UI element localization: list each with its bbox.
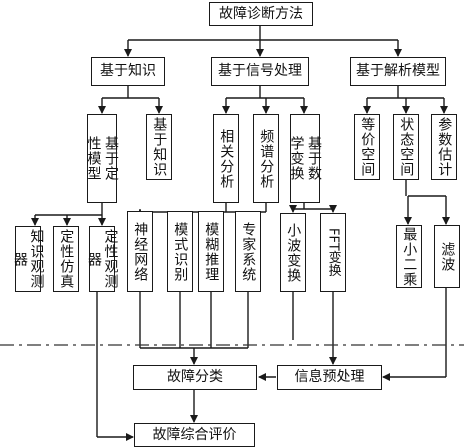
spectrum-analysis-node: 频谱分析 (253, 114, 279, 203)
fft-transform-node: FFT变换 (320, 213, 346, 292)
knowledge-based-node: 基于知识 (91, 57, 165, 86)
pattern-recognition-node: 模式识别 (167, 211, 193, 292)
correlation-analysis-node: 相关分析 (213, 114, 239, 203)
signal-preprocessing-node: 信息预处理 (277, 365, 382, 390)
fuzzy-reasoning-node: 模糊推理 (198, 211, 224, 292)
math-transform-node: 基于数 学变换 (289, 114, 322, 203)
analytic-model-node: 基于解析模型 (350, 57, 446, 86)
least-squares-node: 最小二乘 (396, 225, 422, 288)
signal-processing-node: 基于信号处理 (211, 57, 309, 86)
filtering-node: 滤波 (434, 225, 460, 288)
qualitative-simulation-node: 定性仿真 (53, 226, 79, 292)
state-space-node: 状态空间 (393, 114, 419, 180)
qualitative-model-node: 基于定 性模型 (85, 114, 119, 203)
root-label: 故障诊断方法 (219, 5, 303, 22)
equivalent-space-node: 等价空间 (354, 114, 380, 180)
root-node: 故障诊断方法 (209, 2, 313, 26)
parameter-estimation-node: 参数估计 (431, 114, 457, 180)
comprehensive-evaluation-node: 故障综合评价 (134, 423, 255, 447)
qualitative-observer-node: 定性观测器 (86, 226, 119, 292)
neural-network-node: 神经网络 (127, 211, 153, 292)
knowledge-observer-node: 知识观测器 (12, 226, 45, 292)
fault-classification-node: 故障分类 (133, 365, 257, 390)
knowledge-sub-node: 基于知识 (146, 114, 172, 180)
qualitative-model-label-col2: 性模型 (85, 136, 102, 181)
wavelet-transform-node: 小波变换 (280, 213, 306, 292)
expert-system-node: 专家系统 (235, 211, 261, 292)
